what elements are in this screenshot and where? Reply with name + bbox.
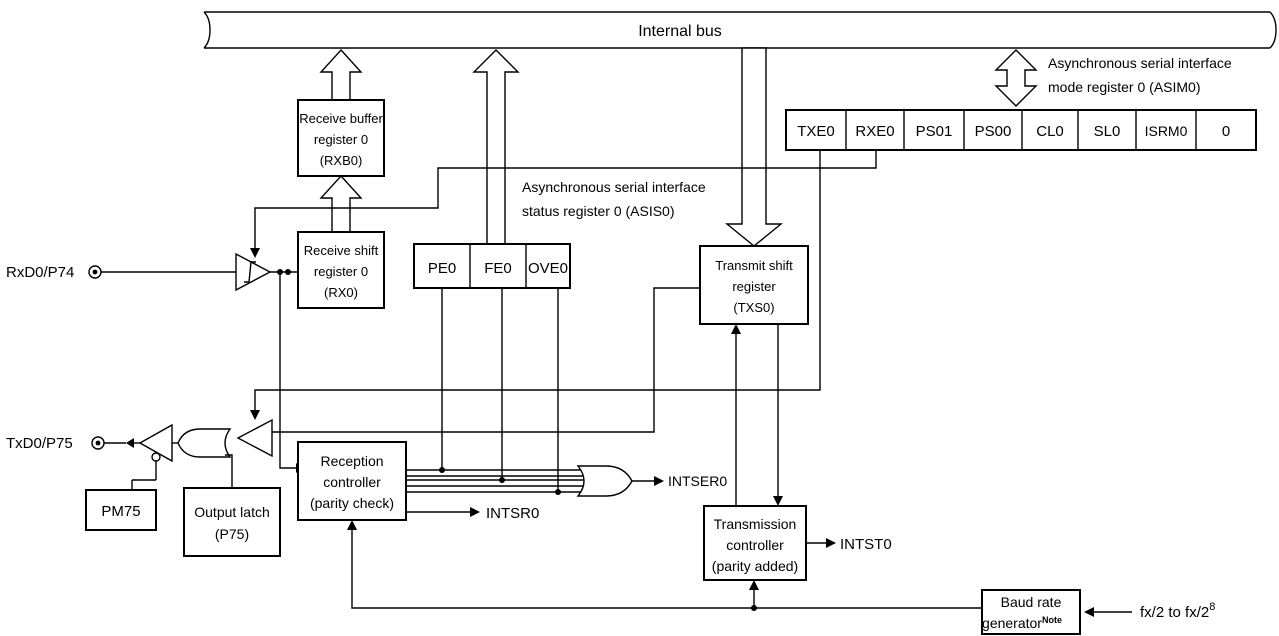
rxb0-to-bus-arrow <box>319 48 363 101</box>
clock-input-exponent: 8 <box>1209 601 1215 613</box>
reception-controller-line1: Reception <box>320 453 383 469</box>
baud-clock-lines <box>347 520 982 611</box>
receive-buffer-register: Receive buffer register 0 (RXB0) <box>297 99 385 177</box>
bus-asim0-arrow <box>994 49 1038 107</box>
rxd-pin: RxD0/P74 <box>6 264 236 281</box>
txd-pin-label: TxD0/P75 <box>6 435 73 452</box>
receive-shift-register: Receive shift register 0 (RX0) <box>297 231 385 309</box>
asim0-bit-sl0: SL0 <box>1094 123 1121 140</box>
rxd-pin-label: RxD0/P74 <box>6 264 74 281</box>
reception-controller: Reception controller (parity check) <box>297 441 407 521</box>
transmit-shift-register: Transmit shift register (TXS0) <box>699 245 809 325</box>
output-or-gate <box>177 428 232 458</box>
output-latch: Output latch (P75) <box>183 487 281 557</box>
asim0-bit-isrm0: ISRM0 <box>1145 123 1188 139</box>
rxb0-line2: register 0 <box>314 132 368 147</box>
pm75-register: PM75 <box>85 489 157 531</box>
clock-input-label: fx/2 to fx/28 <box>1140 601 1215 621</box>
asim0-register: TXE0 RXE0 PS01 PS00 CL0 SL0 ISRM0 0 <box>785 109 1257 151</box>
asim0-bit-rxe0: RXE0 <box>855 123 894 140</box>
rx0-to-rxb0-arrow <box>319 174 363 233</box>
transmit-buffer <box>236 418 273 458</box>
transmission-controller-line1: Transmission <box>714 516 797 532</box>
txd-pin: TxD0/P75 <box>6 435 140 452</box>
reception-controller-line3: (parity check) <box>310 495 394 511</box>
asim0-caption-1: Asynchronous serial interface <box>1048 55 1232 71</box>
clock-input-text: fx/2 to fx/2 <box>1140 604 1209 621</box>
asis0-bit-ove0: OVE0 <box>528 260 568 277</box>
output-latch-line2: (P75) <box>215 526 249 542</box>
asis0-caption-1: Asynchronous serial interface <box>522 179 706 195</box>
baud-rate-line2: generatorNote <box>982 615 1062 631</box>
txe0-enable-line <box>254 150 821 412</box>
intsr0-label: INTSR0 <box>486 505 539 522</box>
bus-to-txs0-arrow <box>725 47 783 247</box>
reception-controller-line2: controller <box>323 474 381 490</box>
rx0-line3: (RX0) <box>324 285 358 300</box>
baud-rate-generator-word: generator <box>982 615 1042 631</box>
asis0-bit-fe0: FE0 <box>484 260 512 277</box>
output-latch-line1: Output latch <box>194 504 270 520</box>
asis0-to-bus-arrow <box>472 49 520 245</box>
intser0-label: INTSER0 <box>668 473 727 489</box>
rxb0-line1: Receive buffer <box>299 111 383 126</box>
asim0-bit-0: 0 <box>1222 123 1230 140</box>
txs0-line1: Transmit shift <box>715 258 793 273</box>
baud-rate-note: Note <box>1042 615 1062 625</box>
transmission-controller-line2: controller <box>726 537 784 553</box>
rxe0-enable-line <box>254 150 877 250</box>
status-flag-lines <box>406 288 586 495</box>
transmission-controller: Transmission controller (parity added) <box>703 505 807 581</box>
pm75-label: PM75 <box>101 503 140 520</box>
rx0-line2: register 0 <box>314 264 368 279</box>
asis0-caption-2: status register 0 (ASIS0) <box>522 203 675 219</box>
baud-rate-generator: Baud rate generatorNote <box>981 589 1081 635</box>
output-buffer <box>131 423 178 490</box>
asim0-bit-ps00: PS00 <box>975 123 1012 140</box>
rxb0-line3: (RXB0) <box>320 153 363 168</box>
txs0-line2: register <box>732 279 776 294</box>
asim0-bit-ps01: PS01 <box>916 123 953 140</box>
baud-rate-line1: Baud rate <box>1001 594 1062 610</box>
intser0-or-gate <box>576 465 633 497</box>
asim0-bit-txe0: TXE0 <box>797 123 835 140</box>
intst0-label: INTST0 <box>840 536 892 553</box>
internal-bus: Internal bus <box>203 11 1277 49</box>
output-latch-line <box>225 454 233 488</box>
schmitt-trigger-buffer <box>235 252 304 473</box>
asis0-register: PE0 FE0 OVE0 <box>413 243 571 289</box>
internal-bus-label: Internal bus <box>638 23 722 40</box>
transmission-controller-line3: (parity added) <box>712 558 798 574</box>
rx0-line1: Receive shift <box>304 243 379 258</box>
asim0-bit-cl0: CL0 <box>1036 123 1064 140</box>
txs0-line3: (TXS0) <box>733 300 774 315</box>
asis0-bit-pe0: PE0 <box>428 260 456 277</box>
asim0-caption-2: mode register 0 (ASIM0) <box>1048 79 1201 95</box>
